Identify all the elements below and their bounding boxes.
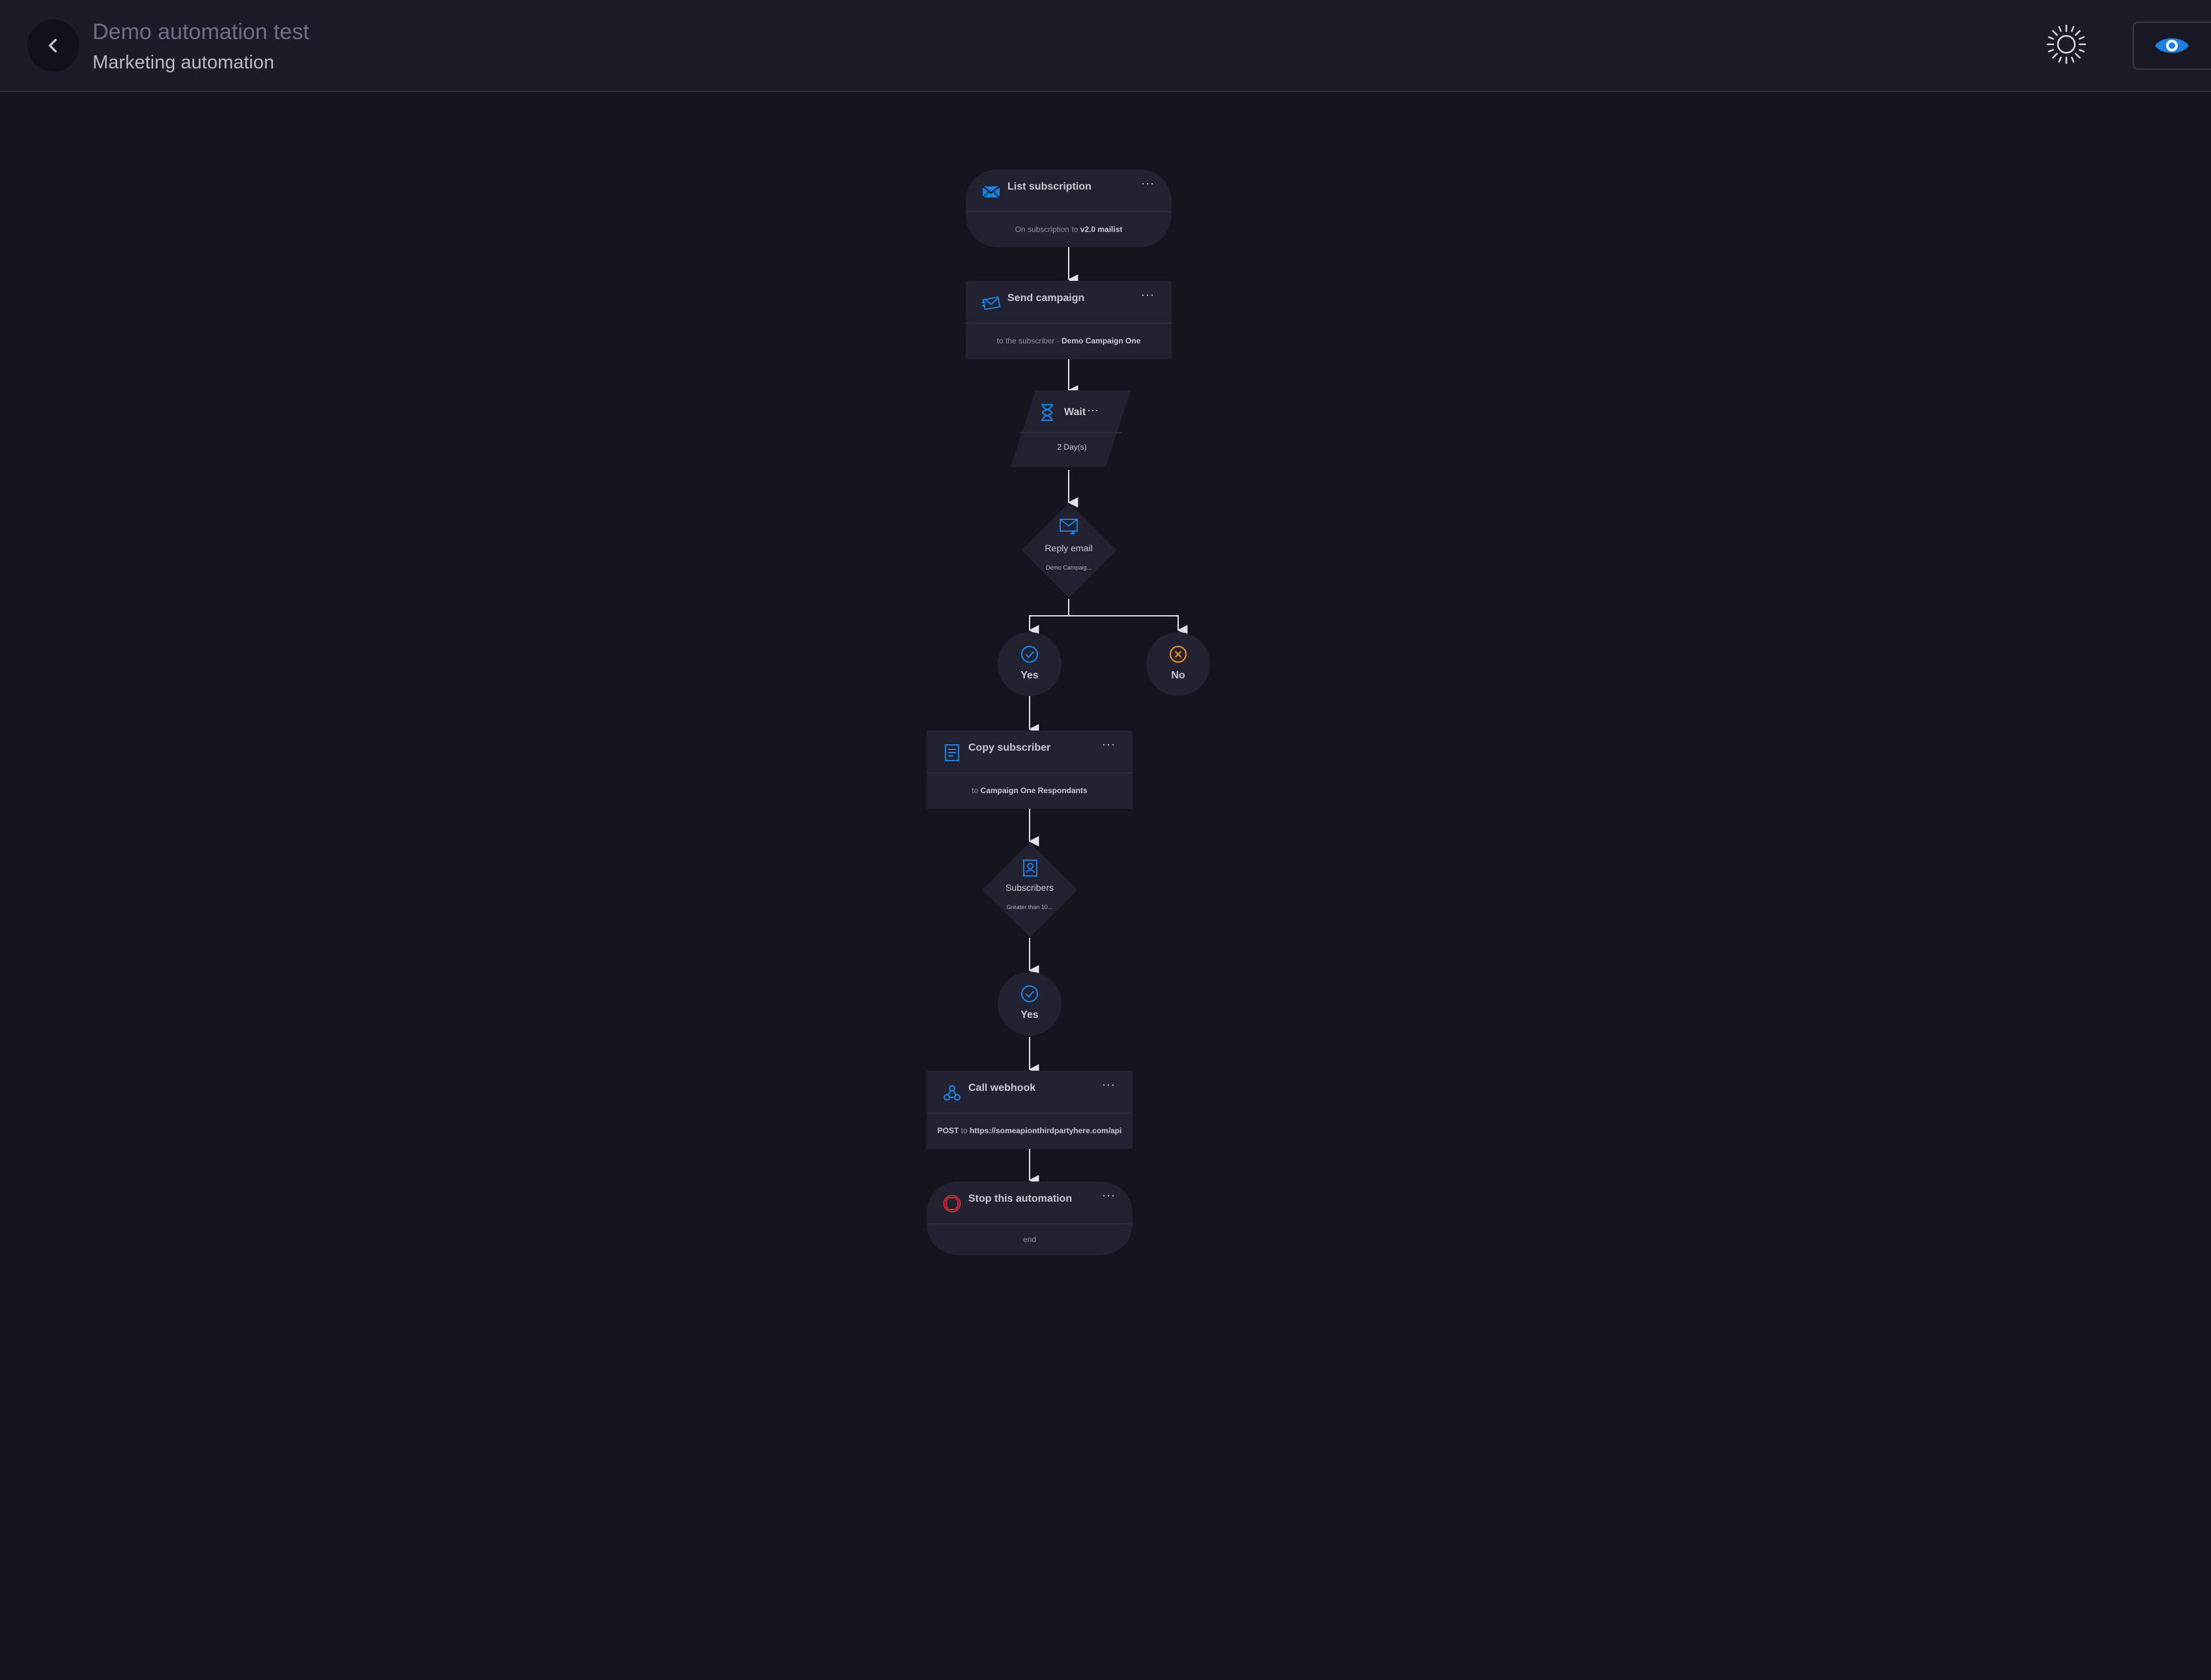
node-menu-button[interactable]: ···: [1102, 1189, 1116, 1202]
body-text: On subscription to: [1015, 224, 1078, 234]
node-divider: [1020, 432, 1122, 433]
list-subscription-node[interactable]: List subscription ··· On subscription to…: [966, 169, 1172, 247]
stop-automation-node[interactable]: Stop this automation ··· end: [927, 1181, 1133, 1255]
contact-book-icon: [1023, 860, 1037, 876]
node-body: end: [927, 1223, 1133, 1255]
branch-yes-node[interactable]: Yes: [998, 972, 1062, 1036]
branch-label: Yes: [1020, 670, 1039, 681]
send-mail-icon: [982, 296, 1000, 310]
branch-no-node[interactable]: No: [1146, 632, 1210, 696]
body-text: to the subscriber -: [996, 336, 1060, 345]
theme-toggle-button[interactable]: [2045, 23, 2088, 66]
workflow-connectors: [1028, 247, 1188, 1185]
body-method: POST: [937, 1126, 959, 1135]
body-text: to: [961, 1126, 968, 1135]
branch-label: No: [1171, 670, 1185, 681]
node-menu-button[interactable]: ···: [1087, 403, 1099, 416]
branch-label: Yes: [1020, 1009, 1039, 1021]
node-header: Stop this automation ···: [927, 1181, 1133, 1224]
node-menu-button[interactable]: ···: [1102, 1078, 1116, 1091]
node-title: List subscription: [1007, 181, 1091, 192]
back-button[interactable]: [27, 20, 79, 72]
node-body: 2 Day(s): [1057, 442, 1087, 452]
body-value: v2.0 mailist: [1080, 224, 1123, 234]
body-value: Campaign One Respondants: [980, 786, 1088, 795]
body-value: https://someapionthirdpartyhere.com/api: [970, 1126, 1122, 1135]
webhook-icon: [943, 1084, 961, 1101]
reply-mail-icon: [1060, 519, 1078, 534]
stop-icon: [943, 1195, 961, 1213]
node-body: On subscription to v2.0 mailist: [966, 211, 1172, 247]
check-circle-icon: [1020, 985, 1039, 1003]
x-circle-icon: [1169, 645, 1187, 663]
node-title: Call webhook: [968, 1082, 1036, 1093]
document-copy-icon: [945, 744, 959, 761]
branch-yes-node[interactable]: Yes: [998, 632, 1062, 696]
hourglass-icon: [1041, 403, 1053, 422]
node-title: Stop this automation: [968, 1193, 1073, 1204]
send-campaign-node[interactable]: Send campaign ··· to the subscriber - De…: [966, 281, 1172, 359]
node-title: Reply email: [1045, 543, 1093, 553]
node-menu-button[interactable]: ···: [1102, 738, 1116, 751]
node-header: Copy subscriber ···: [927, 731, 1133, 774]
sun-icon: [2046, 24, 2087, 65]
eye-icon: [2155, 38, 2189, 53]
node-header: List subscription ···: [966, 169, 1172, 212]
node-title: Copy subscriber: [968, 742, 1051, 753]
node-body: to Campaign One Respondants: [927, 772, 1133, 809]
node-title: Send campaign: [1007, 293, 1085, 304]
node-body: to the subscriber - Demo Campaign One: [966, 323, 1172, 359]
page-subtitle: Marketing automation: [93, 52, 274, 73]
top-bar: Demo automation test Marketing automatio…: [0, 0, 2211, 92]
node-header: Send campaign ···: [966, 281, 1172, 324]
copy-subscriber-node[interactable]: Copy subscriber ··· to Campaign One Resp…: [927, 731, 1133, 809]
node-header: Call webhook ···: [927, 1071, 1133, 1114]
chevron-left-icon: [48, 38, 57, 53]
node-title: Subscribers: [1005, 882, 1054, 893]
body-text: end: [1022, 1234, 1037, 1244]
node-menu-button[interactable]: ···: [1141, 288, 1155, 301]
node-body: POST to https://someapionthirdpartyhere.…: [927, 1112, 1133, 1149]
node-title: Wait: [1064, 407, 1086, 418]
node-body: Demo Campaig...: [1045, 564, 1092, 571]
body-text: to: [972, 786, 979, 795]
envelope-icon: [982, 186, 1000, 198]
node-menu-button[interactable]: ···: [1141, 177, 1155, 190]
node-body: Greater than 10...: [1006, 904, 1053, 910]
call-webhook-node[interactable]: Call webhook ··· POST to https://someapi…: [927, 1071, 1133, 1149]
check-circle-icon: [1020, 645, 1039, 663]
workflow-canvas[interactable]: List subscription ··· On subscription to…: [0, 93, 2211, 1680]
page-title: Demo automation test: [93, 20, 310, 44]
body-value: Demo Campaign One: [1062, 336, 1141, 345]
preview-button[interactable]: [2133, 22, 2211, 70]
